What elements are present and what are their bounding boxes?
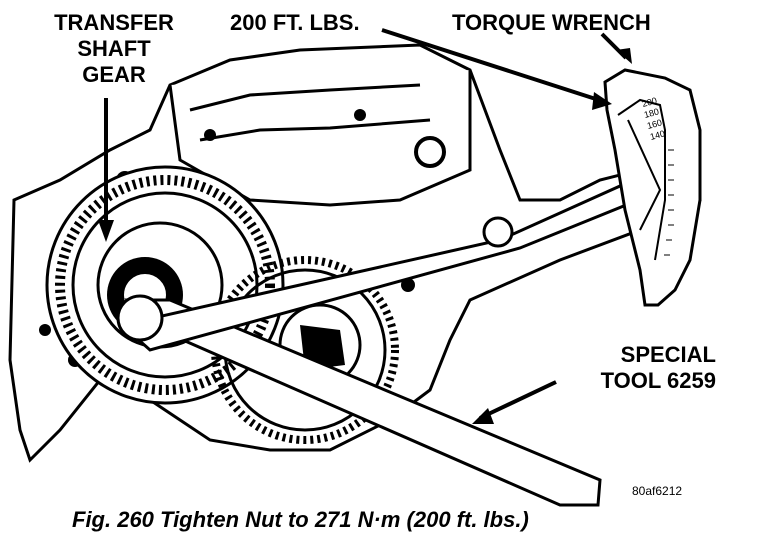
transfer-shaft-gear-label: TRANSFER SHAFT GEAR bbox=[38, 10, 190, 88]
label-line: SHAFT bbox=[77, 36, 151, 61]
case-port bbox=[414, 136, 446, 168]
label-line: SPECIAL bbox=[620, 342, 716, 367]
torque-wrench-dial: 200 180 160 140 bbox=[603, 68, 702, 307]
label-line: TOOL 6259 bbox=[600, 368, 716, 393]
image-id: 80af6212 bbox=[632, 484, 683, 498]
torque-wrench-label: TORQUE WRENCH bbox=[452, 10, 651, 35]
dial-mark-140: 140 bbox=[649, 128, 666, 142]
label-line: GEAR bbox=[82, 62, 146, 87]
dial-mark-180: 180 bbox=[643, 106, 660, 120]
figure-caption: Fig. 260 Tighten Nut to 271 N·m (200 ft.… bbox=[72, 507, 529, 532]
dial-mark-160: 160 bbox=[646, 117, 663, 131]
torque-value-label: 200 FT. LBS. bbox=[230, 10, 360, 35]
label-line: TRANSFER bbox=[54, 10, 174, 35]
special-tool-label: SPECIAL TOOL 6259 bbox=[556, 342, 716, 394]
leader-lines bbox=[98, 28, 632, 424]
dial-mark-200: 200 bbox=[641, 95, 658, 109]
